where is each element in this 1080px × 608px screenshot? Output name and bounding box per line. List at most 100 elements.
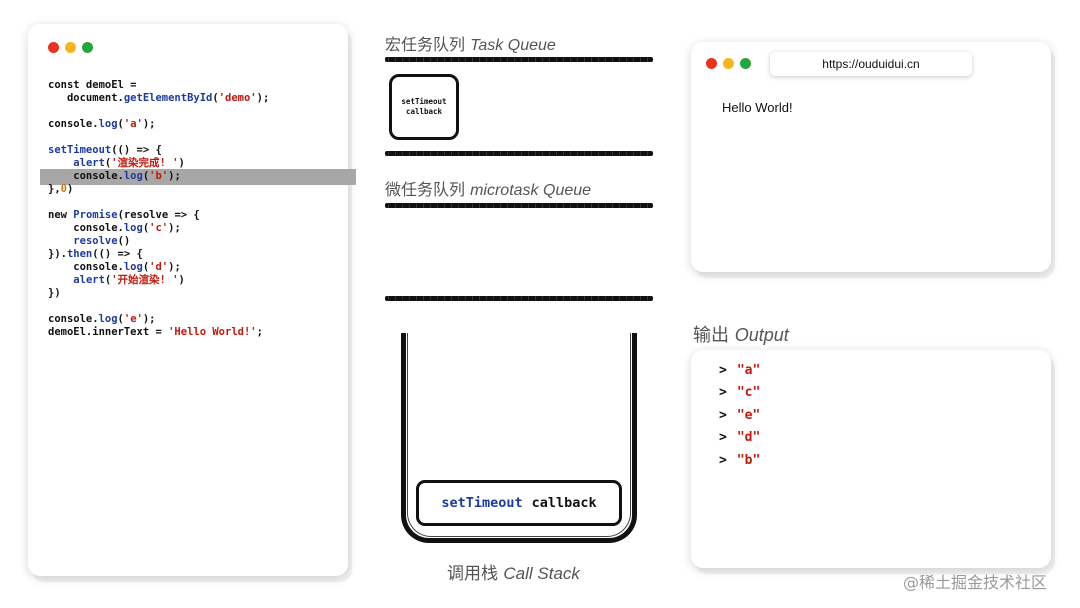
code-token: then bbox=[66, 248, 93, 260]
code-block: const demoEl = document.getElementById('… bbox=[40, 79, 356, 339]
call-stack-item: setTimeout callback bbox=[416, 480, 622, 526]
code-token: ( bbox=[142, 261, 150, 273]
code-token: 0 bbox=[60, 183, 67, 195]
code-token: document. bbox=[48, 92, 124, 104]
task-queue-label-zh: 宏任务队列 bbox=[385, 35, 471, 54]
maximize-dot-icon[interactable] bbox=[82, 42, 93, 53]
call-stack-label: 调用栈 Call Stack bbox=[447, 559, 580, 584]
call-stack-item-fn: setTimeout bbox=[441, 495, 523, 511]
browser-window-controls bbox=[706, 58, 751, 69]
code-line: },0) bbox=[48, 183, 338, 196]
code-token: 'demo' bbox=[218, 92, 257, 104]
code-token: ) bbox=[66, 183, 74, 195]
prompt-chevron: > bbox=[719, 430, 727, 446]
code-token bbox=[48, 235, 73, 247]
code-token: ); bbox=[142, 313, 156, 325]
code-token: }, bbox=[48, 183, 61, 195]
task-queue-label-en: Task Queue bbox=[470, 37, 556, 54]
code-token: ) bbox=[178, 274, 185, 286]
code-token: ( bbox=[104, 157, 112, 169]
code-line: const demoEl = bbox=[48, 79, 338, 92]
code-token: log bbox=[123, 170, 143, 182]
prompt-chevron: > bbox=[719, 407, 727, 423]
task-item-line1: setTimeout bbox=[401, 97, 447, 106]
output-value: "e" bbox=[736, 407, 761, 423]
prompt-chevron: > bbox=[719, 385, 727, 401]
task-queue-bottom-border bbox=[385, 151, 653, 156]
maximize-dot-icon[interactable] bbox=[740, 58, 751, 69]
close-dot-icon[interactable] bbox=[706, 58, 717, 69]
code-token: setTimeout bbox=[48, 144, 112, 156]
code-token: alert bbox=[73, 274, 105, 286]
task-item-line2: callback bbox=[405, 107, 443, 116]
code-line: }) bbox=[48, 287, 338, 300]
code-token: ); bbox=[256, 92, 270, 104]
code-token: console. bbox=[48, 313, 99, 325]
code-token: ( bbox=[117, 118, 124, 130]
call-stack-label-en: Call Stack bbox=[503, 564, 580, 583]
output-console bbox=[691, 350, 1051, 568]
code-token: demoEl.innerText = bbox=[48, 326, 169, 338]
call-stack-label-zh: 调用栈 bbox=[447, 564, 504, 584]
code-line-highlighted: console.log('b'); bbox=[40, 169, 356, 185]
code-line: document.getElementById('demo'); bbox=[48, 92, 338, 105]
code-token: ); bbox=[168, 170, 181, 182]
browser-page-content: Hello World! bbox=[722, 100, 793, 115]
code-token: '渲染完成! ' bbox=[111, 157, 179, 169]
code-line: }).then(() => { bbox=[48, 248, 338, 261]
code-token: 'c' bbox=[149, 222, 169, 234]
call-stack-container bbox=[401, 333, 637, 543]
code-token: ); bbox=[142, 118, 156, 130]
code-token bbox=[48, 274, 73, 286]
code-token: resolve bbox=[73, 235, 118, 247]
output-line: > "e" bbox=[719, 404, 760, 427]
call-stack-item-text: callback bbox=[531, 495, 597, 511]
code-token: getElementById bbox=[123, 92, 213, 104]
close-dot-icon[interactable] bbox=[48, 42, 59, 53]
code-editor-card: const demoEl = document.getElementById('… bbox=[28, 24, 356, 576]
output-label-zh: 输出 bbox=[693, 325, 735, 346]
code-token: () bbox=[117, 235, 131, 247]
code-line: console.log('d'); bbox=[48, 261, 338, 274]
code-line: console.log('c'); bbox=[48, 222, 338, 235]
code-token: console. bbox=[48, 118, 99, 130]
code-token: }) bbox=[48, 287, 61, 299]
address-bar-url: https://ouduidui.cn bbox=[822, 57, 920, 71]
prompt-chevron: > bbox=[719, 362, 727, 378]
code-line: console.log('e'); bbox=[48, 313, 338, 326]
code-token: 'd' bbox=[149, 261, 169, 273]
output-line: >"b" bbox=[719, 449, 760, 472]
prompt-chevron: > bbox=[719, 452, 727, 468]
code-token: const demoEl = bbox=[48, 79, 137, 91]
code-token bbox=[48, 157, 73, 169]
code-token: alert bbox=[73, 157, 105, 169]
output-line: > "a" bbox=[719, 359, 760, 382]
task-queue-label: 宏任务队列 Task Queue bbox=[385, 31, 556, 55]
output-line: >"d" bbox=[719, 427, 760, 450]
code-token: 'Hello World!' bbox=[168, 326, 257, 338]
output-label: 输出 Output bbox=[693, 321, 789, 347]
code-token: ); bbox=[168, 261, 181, 273]
minimize-dot-icon[interactable] bbox=[723, 58, 734, 69]
code-token: new bbox=[48, 209, 74, 221]
code-line bbox=[48, 131, 338, 144]
address-bar[interactable]: https://ouduidui.cn bbox=[770, 52, 972, 76]
code-line: alert('渲染完成! ') bbox=[48, 157, 338, 170]
code-line: new Promise(resolve => { bbox=[48, 209, 338, 222]
minimize-dot-icon[interactable] bbox=[65, 42, 76, 53]
code-token: (() => { bbox=[92, 248, 143, 260]
code-token: Promise bbox=[73, 209, 118, 221]
code-token: ( bbox=[104, 274, 112, 286]
code-token: (resolve => { bbox=[117, 209, 200, 221]
microtask-queue-bottom-border bbox=[385, 296, 653, 301]
code-line: alert('开始渲染! ') bbox=[48, 274, 338, 287]
code-token: ( bbox=[212, 92, 219, 104]
code-token: console. bbox=[48, 170, 124, 182]
output-value: "a" bbox=[736, 362, 761, 378]
code-token: log bbox=[98, 313, 118, 325]
code-token: (() => { bbox=[111, 144, 162, 156]
browser-window bbox=[691, 42, 1051, 272]
code-token: log bbox=[123, 261, 143, 273]
code-line: console.log('a'); bbox=[48, 118, 338, 131]
code-token: ( bbox=[117, 313, 124, 325]
